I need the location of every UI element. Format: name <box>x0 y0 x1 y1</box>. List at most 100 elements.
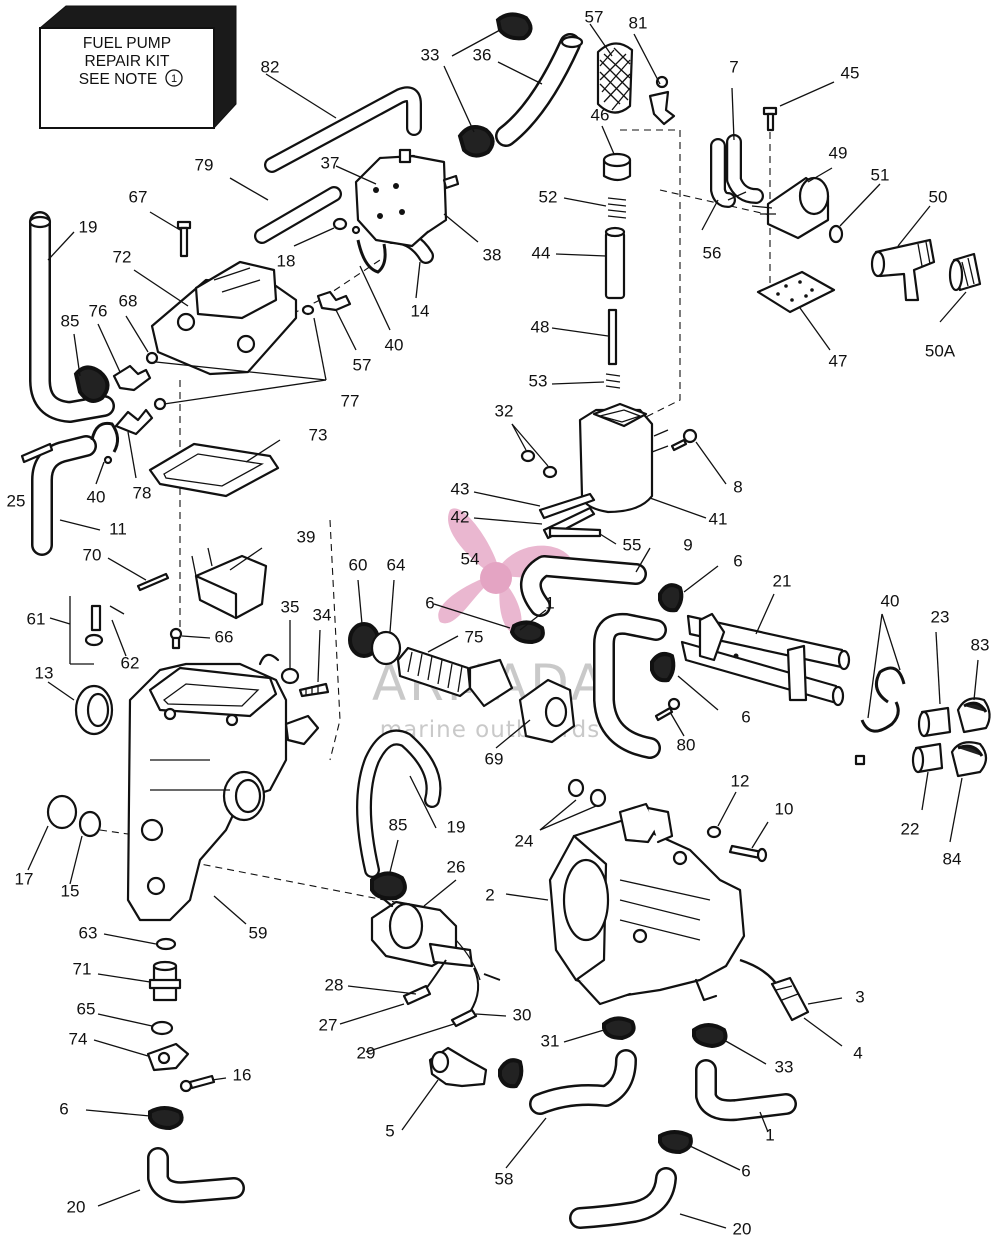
callout-49: 49 <box>829 143 848 162</box>
callout-26: 26 <box>447 857 466 876</box>
callout-40-top: 40 <box>385 335 404 354</box>
callout-83: 83 <box>971 635 990 654</box>
callout-42: 42 <box>451 507 470 526</box>
callout-40-right: 40 <box>881 591 900 610</box>
filter-75 <box>396 646 514 708</box>
callout-17: 17 <box>15 869 34 888</box>
clamp-84 <box>950 741 988 778</box>
screw-80 <box>654 697 681 722</box>
hose-79 <box>254 186 342 244</box>
callout-13: 13 <box>35 663 54 682</box>
spring-53 <box>605 373 621 389</box>
callout-71: 71 <box>73 959 92 978</box>
screw-8 <box>670 428 698 452</box>
cap-50a <box>948 252 982 292</box>
callout-40-left: 40 <box>87 487 106 506</box>
vapor-separator-2 <box>548 802 746 1006</box>
fitting-78 <box>114 408 154 436</box>
callout-14: 14 <box>411 301 430 320</box>
callout-21: 21 <box>773 571 792 590</box>
callout-54: 54 <box>461 549 480 568</box>
callout-2: 2 <box>485 885 494 904</box>
callout-7: 7 <box>729 57 738 76</box>
o-ring-63 <box>155 937 177 951</box>
callout-6-a: 6 <box>733 551 742 570</box>
clamp-85-lower <box>370 871 407 901</box>
rings-60-64 <box>348 622 402 666</box>
plate-74 <box>146 1042 190 1072</box>
callout-33: 33 <box>421 45 440 64</box>
callout-20-left: 20 <box>67 1197 86 1216</box>
callout-57: 57 <box>585 7 604 26</box>
callout-45: 45 <box>841 63 860 82</box>
screw-34 <box>298 682 330 698</box>
callout-59: 59 <box>249 923 268 942</box>
hose-20-left <box>147 1147 245 1204</box>
callout-70: 70 <box>83 545 102 564</box>
callout-1-a: 1 <box>545 593 554 612</box>
gasket-73 <box>148 442 280 498</box>
rings-15-17 <box>46 794 102 838</box>
callout-72: 72 <box>113 247 132 266</box>
callout-34: 34 <box>313 605 332 624</box>
screw-67 <box>176 220 192 258</box>
callout-58: 58 <box>495 1169 514 1188</box>
callout-65: 65 <box>77 999 96 1018</box>
callout-61: 61 <box>27 609 46 628</box>
manifold-tubes-21 <box>680 612 851 707</box>
callout-20-bottom: 20 <box>733 1219 752 1238</box>
callout-75: 75 <box>465 627 484 646</box>
callout-85-top: 85 <box>61 311 80 330</box>
callout-31: 31 <box>541 1031 560 1050</box>
hose-1-lower <box>695 1059 797 1122</box>
callout-78: 78 <box>133 483 152 502</box>
filter-cap-69 <box>518 678 576 744</box>
callout-1-b: 1 <box>765 1125 774 1144</box>
o-ring-18 <box>332 217 348 231</box>
callout-82: 82 <box>261 57 280 76</box>
cap-46 <box>602 152 632 182</box>
callout-8: 8 <box>733 477 742 496</box>
callout-18: 18 <box>277 251 296 270</box>
washer-12 <box>706 825 722 839</box>
callout-79: 79 <box>195 155 214 174</box>
screw-62 <box>84 604 125 647</box>
screw-66 <box>169 627 183 650</box>
callout-55: 55 <box>623 535 642 554</box>
callout-30: 30 <box>513 1005 532 1024</box>
callout-5: 5 <box>385 1121 394 1140</box>
clamps-31-33-lower <box>498 1016 728 1089</box>
callout-27: 27 <box>319 1015 338 1034</box>
callout-6-d: 6 <box>59 1099 68 1118</box>
note-line-3: SEE NOTE <box>79 71 157 88</box>
callout-28: 28 <box>325 975 344 994</box>
callout-56: 56 <box>703 243 722 262</box>
leader-lines <box>27 23 979 1229</box>
fuel-manifold-72 <box>150 260 298 376</box>
filter-screen-57 <box>596 42 634 114</box>
callout-3: 3 <box>855 987 864 1006</box>
callout-19-center: 19 <box>447 817 466 836</box>
callout-76: 76 <box>89 301 108 320</box>
clamp-85-upper <box>73 365 110 403</box>
callout-4: 4 <box>853 1043 862 1062</box>
grommet-13 <box>74 684 114 736</box>
screw-10 <box>728 844 768 863</box>
fitting-57-lower <box>316 290 352 312</box>
callout-24: 24 <box>515 831 534 850</box>
callout-11: 11 <box>109 519 127 538</box>
callout-6-e: 6 <box>741 1161 750 1180</box>
callout-81: 81 <box>629 13 648 32</box>
clamps-6 <box>148 583 693 1155</box>
callout-47: 47 <box>829 351 848 370</box>
callout-60: 60 <box>349 555 368 574</box>
clamp-40-upper <box>351 225 387 274</box>
callout-85-lower: 85 <box>389 815 408 834</box>
note-line-1: FUEL PUMP <box>83 35 171 52</box>
callout-73: 73 <box>309 425 328 444</box>
cover-plate-47 <box>756 270 836 314</box>
bracket-39 <box>191 547 268 620</box>
callout-33-lower: 33 <box>775 1057 794 1076</box>
callout-77: 77 <box>341 391 360 410</box>
